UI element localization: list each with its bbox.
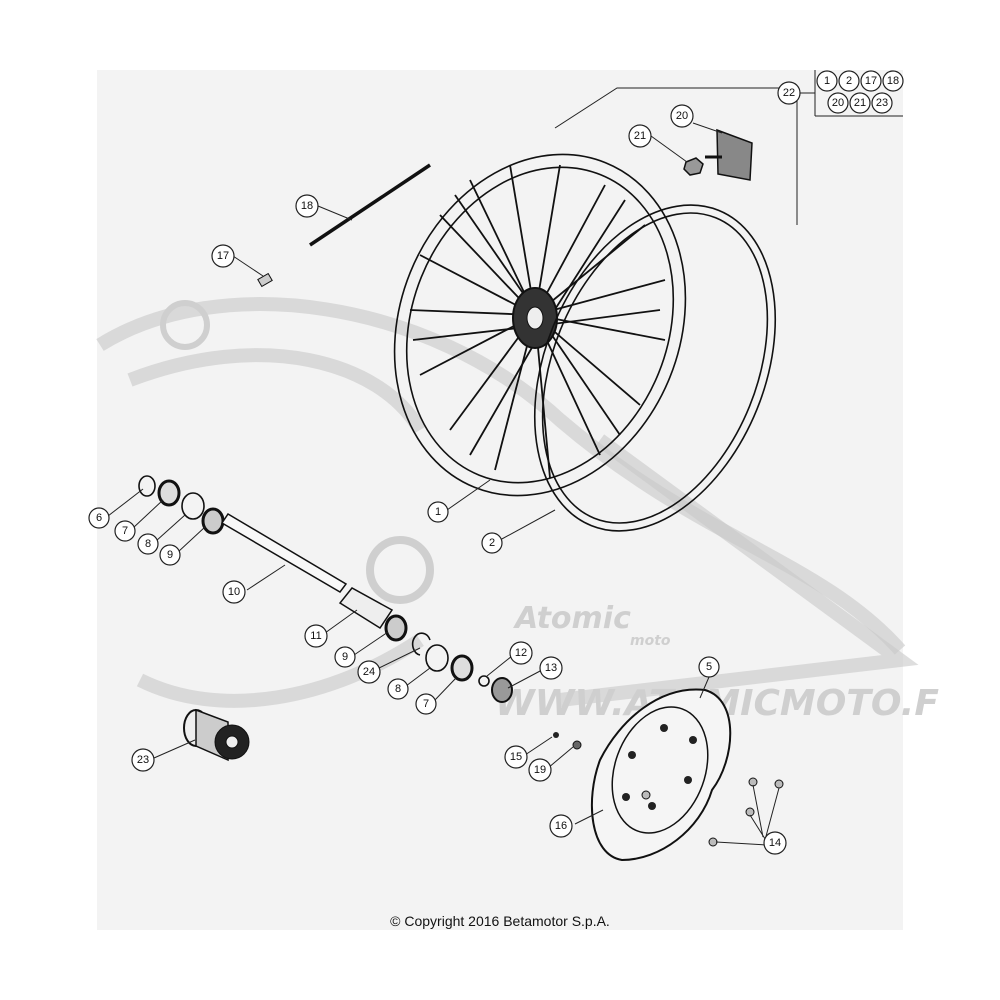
- rim-lock-part: [705, 128, 753, 181]
- callout-20: 20: [670, 104, 694, 128]
- brake-disc-part: [590, 688, 732, 862]
- callout-15: 15: [504, 745, 528, 769]
- callout-9-right: 9: [334, 646, 356, 668]
- kit-item-17: 17: [860, 70, 882, 92]
- svg-text:20: 20: [676, 110, 688, 122]
- rim-lock-nut: [683, 157, 704, 176]
- callout-24: 24: [357, 660, 381, 684]
- kit-item-20: 20: [827, 92, 849, 114]
- svg-text:7: 7: [122, 525, 128, 537]
- svg-text:11: 11: [310, 630, 321, 642]
- callout-10: 10: [222, 580, 246, 604]
- svg-text:17: 17: [865, 75, 877, 87]
- svg-text:8: 8: [145, 538, 151, 550]
- svg-text:18: 18: [301, 200, 313, 212]
- svg-text:18: 18: [887, 75, 899, 87]
- kit-item-18: 18: [882, 70, 904, 92]
- watermark-brand-sub: moto: [630, 633, 671, 649]
- kit-item-1: 1: [816, 70, 838, 92]
- callout-9-left: 9: [159, 544, 181, 566]
- callout-16: 16: [549, 814, 573, 838]
- svg-text:14: 14: [769, 837, 781, 849]
- svg-text:5: 5: [706, 661, 712, 673]
- svg-text:2: 2: [846, 75, 852, 87]
- svg-text:2: 2: [489, 537, 495, 549]
- watermark-brand: Atomic: [513, 601, 631, 636]
- svg-text:13: 13: [545, 662, 557, 674]
- callout-17: 17: [211, 244, 235, 268]
- diagram-sheet: [97, 70, 903, 930]
- svg-text:1: 1: [435, 506, 441, 518]
- pin-part: [553, 732, 559, 738]
- kit-bracket: [554, 70, 903, 225]
- washer-part: [572, 740, 582, 750]
- callout-8-left: 8: [137, 533, 159, 555]
- callout-2: 2: [481, 532, 503, 554]
- wheel-rim: [393, 153, 687, 497]
- svg-text:1: 1: [824, 75, 830, 87]
- callout-11: 11: [304, 624, 328, 648]
- svg-text:6: 6: [96, 512, 102, 524]
- callout-6: 6: [88, 507, 110, 529]
- callout-14: 14: [763, 831, 787, 855]
- svg-text:21: 21: [854, 97, 866, 109]
- axle-assembly: [138, 475, 513, 703]
- callout-21: 21: [628, 124, 652, 148]
- spoke-part: [309, 163, 431, 247]
- svg-text:9: 9: [167, 549, 173, 561]
- callout-1: 1: [427, 501, 449, 523]
- svg-text:19: 19: [534, 764, 546, 776]
- svg-text:17: 17: [217, 250, 229, 262]
- callout-7-right: 7: [415, 693, 437, 715]
- callout-13: 13: [539, 656, 563, 680]
- callout-22: 22: [777, 81, 801, 105]
- rim-band: [533, 204, 777, 532]
- kit-item-2: 2: [838, 70, 860, 92]
- svg-text:7: 7: [423, 698, 429, 710]
- svg-text:12: 12: [515, 647, 527, 659]
- kit-item-23: 23: [871, 92, 893, 114]
- kit-item-21: 21: [849, 92, 871, 114]
- hub-part: [183, 708, 250, 762]
- spoke-nipple-part: [257, 272, 273, 288]
- svg-text:9: 9: [342, 651, 348, 663]
- callout-8-right: 8: [387, 678, 409, 700]
- svg-text:23: 23: [137, 754, 149, 766]
- copyright-notice: © Copyright 2016 Betamotor S.p.A.: [390, 913, 610, 929]
- svg-text:20: 20: [832, 97, 844, 109]
- svg-text:23: 23: [876, 97, 888, 109]
- svg-text:24: 24: [363, 666, 375, 678]
- svg-text:16: 16: [555, 820, 567, 832]
- svg-text:10: 10: [228, 586, 240, 598]
- watermark-logo: Atomic moto WWW.ATOMICMOTO.F: [96, 297, 939, 724]
- svg-text:15: 15: [510, 751, 522, 763]
- svg-text:8: 8: [395, 683, 401, 695]
- callout-7-left: 7: [114, 520, 136, 542]
- callout-18: 18: [295, 194, 319, 218]
- leader-lines: [107, 122, 780, 846]
- callout-5: 5: [698, 656, 720, 678]
- svg-text:22: 22: [783, 87, 795, 99]
- callout-19: 19: [528, 758, 552, 782]
- svg-text:21: 21: [634, 130, 646, 142]
- callout-23: 23: [131, 748, 155, 772]
- callout-12: 12: [509, 641, 533, 665]
